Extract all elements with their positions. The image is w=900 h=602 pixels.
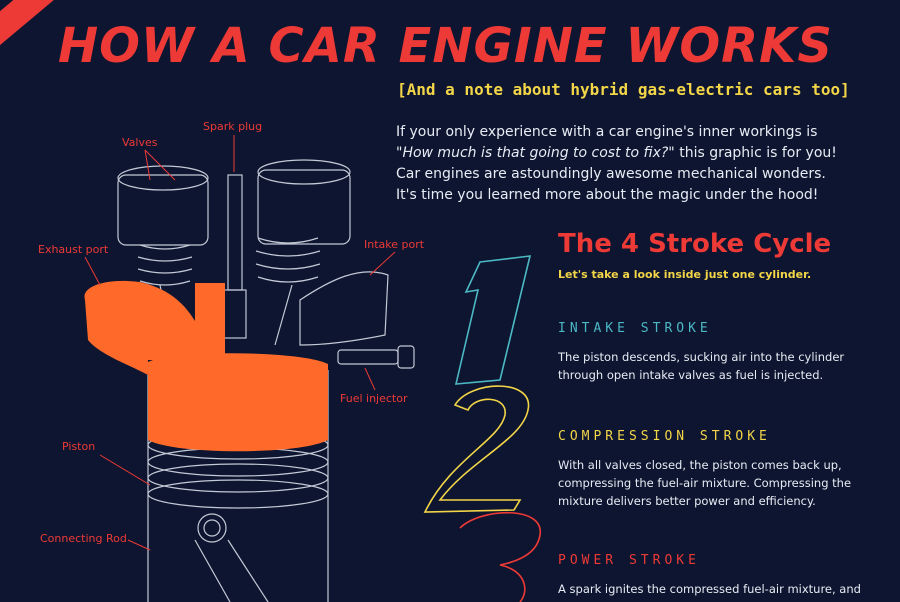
piston-ring-1 bbox=[147, 447, 329, 477]
page-subtitle: [And a note about hybrid gas-electric ca… bbox=[397, 80, 850, 99]
exhaust-port-leader bbox=[84, 256, 101, 286]
intake-stroke-body: The piston descends, sucking air into th… bbox=[558, 348, 858, 384]
intro-line-2: "How much is that going to cost to fix?"… bbox=[396, 143, 866, 164]
compression-stroke-title: COMPRESSION STROKE bbox=[558, 429, 771, 444]
valves-leader-1 bbox=[144, 149, 151, 181]
compression-stroke-line-3: mixture delivers better power and effici… bbox=[558, 494, 816, 508]
intake-port-leader bbox=[369, 251, 396, 276]
left-valve-spring bbox=[137, 244, 193, 286]
intake-stroke-line-1: The piston descends, sucking air into th… bbox=[558, 350, 845, 364]
numeral-three-outline bbox=[459, 511, 541, 602]
valves-leader-2 bbox=[144, 149, 176, 181]
cycle-title: The 4 Stroke Cycle bbox=[558, 229, 832, 259]
compression-stroke-line-1: With all valves closed, the piston comes… bbox=[558, 458, 842, 472]
connecting-rod-leader bbox=[127, 539, 151, 551]
intro-quote: "How much is that going to cost to fix?" bbox=[396, 145, 675, 161]
wrist-pin-inner bbox=[203, 519, 221, 537]
left-valve-top bbox=[117, 165, 209, 191]
piston-ring-3 bbox=[147, 479, 329, 509]
label-valves: Valves bbox=[122, 136, 158, 149]
intro-line-3: Car engines are astoundingly awesome mec… bbox=[396, 166, 826, 182]
intro-line-4: It's time you learned more about the mag… bbox=[396, 187, 819, 203]
left-valve-cap bbox=[117, 174, 209, 246]
numeral-one-outline bbox=[454, 255, 532, 385]
fuel-injector-body bbox=[337, 349, 399, 365]
exhaust-channel-fill bbox=[195, 283, 225, 361]
exhaust-port-fill bbox=[84, 280, 215, 375]
intake-stroke-title: INTAKE STROKE bbox=[558, 321, 712, 336]
intake-stroke-line-2: through open intake valves as fuel is in… bbox=[558, 368, 824, 382]
wrist-pin bbox=[197, 513, 227, 543]
intro-line-1: If your only experience with a car engin… bbox=[396, 124, 818, 140]
compression-stroke-body: With all valves closed, the piston comes… bbox=[558, 456, 858, 510]
right-valve-spring bbox=[255, 237, 321, 283]
label-exhaust-port: Exhaust port bbox=[38, 243, 109, 256]
label-spark-plug: Spark plug bbox=[203, 120, 263, 133]
intake-port-shape bbox=[299, 271, 389, 346]
label-fuel-injector: Fuel injector bbox=[340, 392, 408, 405]
intro-line-2-rest: this graphic is for you! bbox=[674, 145, 837, 161]
right-valve-stem bbox=[274, 284, 293, 346]
connecting-rod bbox=[194, 539, 269, 602]
spark-plug-body bbox=[227, 174, 243, 291]
right-valve-top bbox=[257, 159, 351, 185]
right-valve-cap bbox=[257, 169, 351, 245]
power-stroke-line-1: A spark ignites the compressed fuel-air … bbox=[558, 582, 861, 596]
label-connecting-rod: Connecting Rod bbox=[40, 532, 127, 545]
piston-leader bbox=[99, 454, 151, 486]
power-stroke-body: A spark ignites the compressed fuel-air … bbox=[558, 580, 861, 598]
numeral-two-outline bbox=[423, 385, 530, 513]
power-stroke-title: POWER STROKE bbox=[558, 553, 700, 568]
intro-paragraph: If your only experience with a car engin… bbox=[396, 122, 866, 206]
spark-plug-thread bbox=[223, 289, 247, 339]
page-title: HOW A CAR ENGINE WORKS bbox=[58, 18, 833, 74]
label-piston: Piston bbox=[62, 440, 96, 453]
label-intake-port: Intake port bbox=[364, 238, 425, 251]
combustion-chamber-fill bbox=[148, 353, 328, 452]
cycle-subtitle: Let's take a look inside just one cylind… bbox=[558, 268, 812, 281]
piston-ring-2 bbox=[147, 463, 329, 493]
fuel-injector-leader bbox=[364, 367, 376, 391]
fuel-injector-tip bbox=[397, 345, 415, 369]
compression-stroke-line-2: compressing the fuel-air mixture. Compre… bbox=[558, 476, 852, 490]
